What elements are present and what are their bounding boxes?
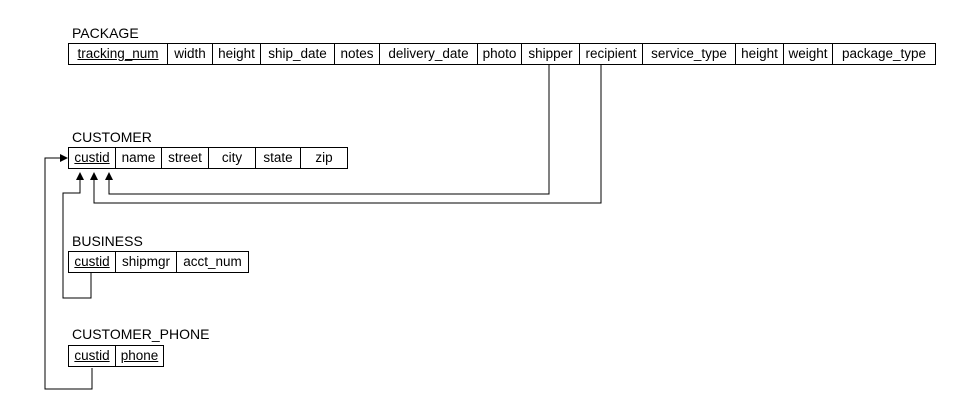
package-col-width: width [167,44,212,64]
package-table: tracking_num width height ship_date note… [68,43,936,65]
package-col-tracking-num: tracking_num [77,46,159,61]
package-col-photo: photo [477,44,521,64]
fk-business-custid-line [62,172,92,299]
customer-phone-table-title: CUSTOMER_PHONE [72,326,210,342]
business-col-acct-num: acct_num [176,252,248,272]
fk-recipient-line [90,65,602,204]
package-table-title: PACKAGE [72,25,139,41]
customer-col-state: state [255,148,300,168]
package-col-height-2: height [735,44,783,64]
package-col-weight: weight [783,44,832,64]
package-col-delivery-date: delivery_date [379,44,477,64]
package-col-recipient: recipient [579,44,642,64]
customer-phone-col-phone: phone [115,346,163,366]
customer-col-zip: zip [300,148,347,168]
customer-col-city: city [208,148,255,168]
business-table: custid shipmgr acct_num [68,251,249,273]
business-col-custid: custid [74,254,110,269]
fk-customer-phone-custid-line [44,154,93,390]
customer-phone-col-custid: custid [74,348,110,363]
customer-col-street: street [161,148,208,168]
customer-col-custid: custid [74,150,110,165]
customer-col-name: name [115,148,161,168]
business-table-title: BUSINESS [72,233,143,249]
customer-table: custid name street city state zip [68,147,348,169]
package-col-notes: notes [334,44,379,64]
package-col-service-type: service_type [642,44,735,64]
customer-table-title: CUSTOMER [72,129,152,145]
business-col-shipmgr: shipmgr [115,252,176,272]
customer-phone-table: custid phone [68,345,164,367]
package-col-ship-date: ship_date [260,44,334,64]
package-col-shipper: shipper [521,44,579,64]
package-col-package-type: package_type [832,44,935,64]
package-col-height: height [212,44,260,64]
fk-shipper-line [105,65,550,195]
